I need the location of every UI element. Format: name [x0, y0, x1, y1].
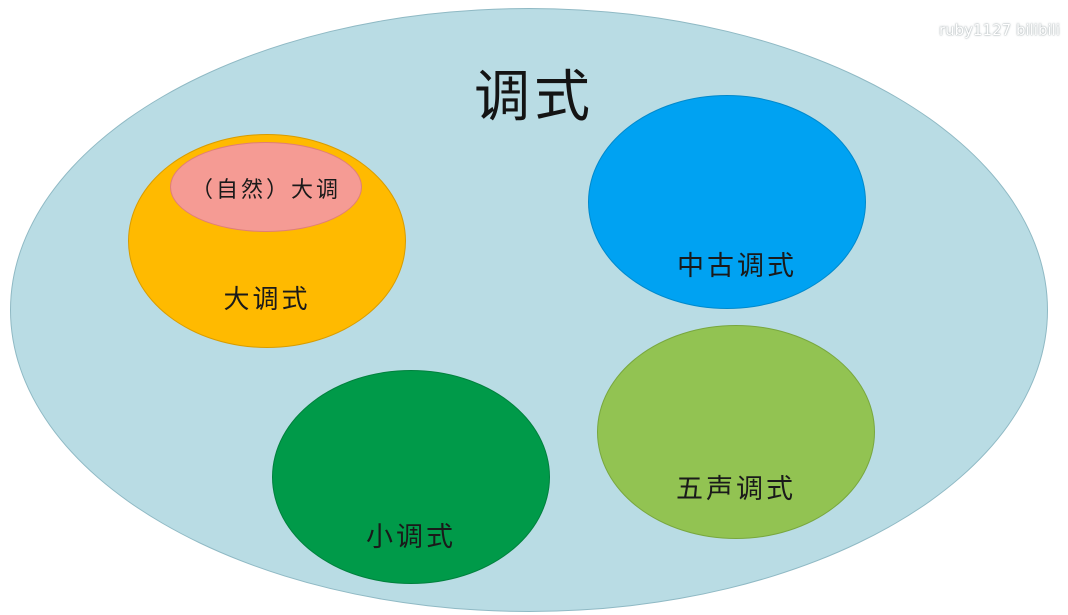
natural-major-ellipse: [170, 142, 362, 232]
watermark-text: ruby1127 bilibili: [938, 21, 1060, 39]
natural-major-label: （自然）大调: [190, 178, 341, 203]
diagram-title: 调式: [474, 65, 594, 130]
pentatonic-modes-ellipse: [597, 325, 875, 539]
major-mode-label: 大调式: [223, 285, 311, 315]
medieval-modes-ellipse: [588, 95, 866, 309]
pentatonic-modes-label: 五声调式: [676, 474, 796, 505]
minor-mode-ellipse: [272, 370, 550, 584]
minor-mode-label: 小调式: [366, 522, 456, 553]
medieval-modes-label: 中古调式: [677, 251, 797, 282]
